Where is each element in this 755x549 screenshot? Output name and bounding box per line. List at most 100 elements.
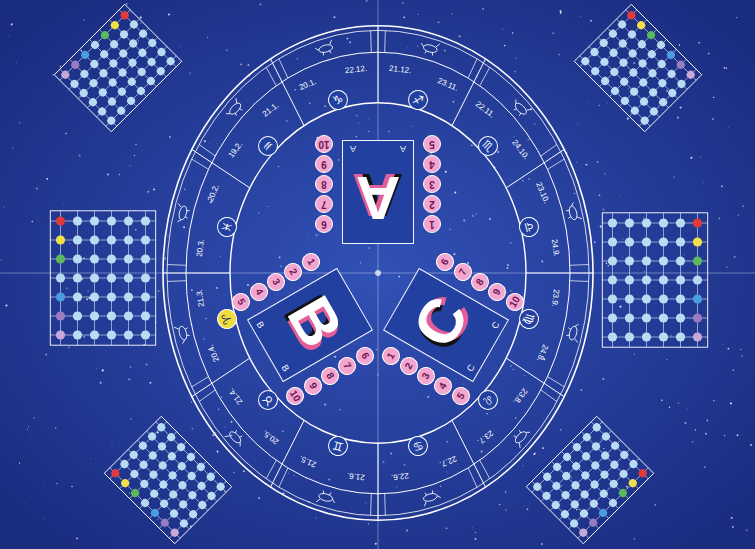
star [451, 13, 452, 14]
star [462, 383, 464, 385]
zodiac-figure [314, 40, 335, 57]
star [497, 151, 499, 153]
star [95, 368, 97, 370]
grid-line [137, 440, 207, 510]
peg-hole [648, 87, 659, 98]
figure-body [318, 492, 333, 502]
peg-hole [156, 46, 167, 57]
peg-hole [98, 68, 109, 79]
star [383, 461, 385, 463]
peg-hole [90, 330, 99, 339]
sector-line [570, 280, 589, 282]
peg-hole [141, 330, 150, 339]
peg-hole [141, 235, 150, 244]
star [587, 102, 589, 104]
star [481, 451, 483, 453]
star [43, 518, 45, 520]
star [507, 267, 509, 269]
peg-hole [148, 469, 159, 480]
card-letter: B [277, 287, 353, 357]
peg-hole [568, 518, 579, 529]
peg-hole [116, 105, 127, 116]
card-letter: A [356, 167, 401, 229]
star [602, 378, 604, 380]
peg-hole [197, 499, 208, 510]
star [366, 0, 368, 2]
peg-hole [108, 39, 119, 50]
card-mark: C [466, 363, 477, 373]
peg-hole [187, 490, 198, 501]
sector-line [541, 390, 557, 402]
star [522, 180, 524, 182]
peg-grid [526, 416, 653, 543]
star [700, 156, 701, 157]
peg-hole [580, 470, 591, 481]
peg-hole [579, 489, 590, 500]
peg-hole [659, 256, 668, 265]
peg-hole [106, 115, 117, 126]
peg-hole [626, 29, 637, 40]
sector-line [271, 59, 305, 126]
peg-hole [127, 57, 138, 68]
star [90, 457, 92, 459]
peg-hole [693, 332, 702, 341]
peg-hole [87, 97, 98, 108]
star [338, 159, 340, 161]
peg-hole [628, 67, 639, 78]
star [445, 171, 447, 173]
sector-line [370, 30, 372, 52]
peg-hole [646, 49, 657, 60]
peg-hole [155, 66, 166, 77]
peg-hole [124, 254, 133, 263]
peg-hole [647, 68, 658, 79]
peg-hole [693, 218, 702, 227]
star [679, 44, 681, 46]
peg-hole [124, 292, 133, 301]
star [279, 257, 281, 259]
star [368, 118, 369, 119]
peg-hole [580, 451, 591, 462]
peg-hole [638, 96, 649, 107]
star [65, 133, 66, 134]
star [258, 212, 259, 213]
star [599, 105, 601, 107]
peg-hole [125, 95, 136, 106]
star [674, 176, 675, 177]
star [736, 17, 737, 18]
peg-hole [590, 460, 601, 471]
star [453, 101, 455, 103]
star [308, 235, 310, 237]
peg-hole [625, 294, 634, 303]
peg-hole [609, 85, 620, 96]
star [403, 17, 405, 19]
peg-hole [107, 254, 116, 263]
star [294, 89, 295, 90]
number-disc: 10 [315, 135, 333, 153]
peg-hole [137, 47, 148, 58]
star [46, 178, 48, 180]
number-text: 2 [429, 199, 435, 209]
peg-hole [73, 311, 82, 320]
star [626, 486, 628, 488]
star [146, 364, 148, 366]
star [324, 404, 326, 406]
peg-hole [693, 237, 702, 246]
figure-limbs [316, 490, 337, 507]
peg-hole [70, 59, 81, 70]
star [347, 38, 349, 40]
sector-line [452, 59, 486, 126]
peg-hole [186, 470, 197, 481]
card-mark: B [279, 364, 290, 374]
number-text: 7 [321, 199, 327, 209]
peg-hole [571, 441, 582, 452]
peg-hole [629, 105, 640, 116]
peg-hole [642, 256, 651, 265]
star [618, 194, 620, 196]
star [1, 260, 2, 261]
peg-hole [128, 449, 139, 460]
star [268, 206, 269, 207]
star [364, 502, 366, 504]
peg-hole [580, 56, 591, 67]
peg-hole [88, 78, 99, 89]
card-mark: B [254, 320, 265, 330]
